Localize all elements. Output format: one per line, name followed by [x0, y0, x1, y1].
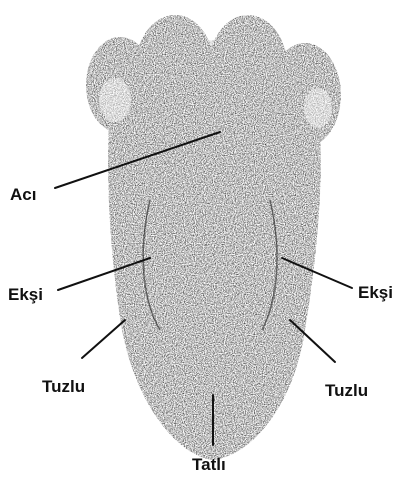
median-groove [198, 40, 228, 450]
lobe-highlight [304, 88, 332, 128]
label-tuzlu-left: Tuzlu [42, 377, 85, 396]
label-eksi-right: Ekşi [358, 283, 393, 302]
lobe-highlight [99, 78, 131, 122]
label-aci: Acı [10, 185, 36, 204]
leader-line-tuzlu-left [82, 320, 125, 358]
label-eksi-left: Ekşi [8, 285, 43, 304]
label-tuzlu-right: Tuzlu [325, 381, 368, 400]
tongue-illustration [86, 15, 341, 460]
label-tatli: Tatlı [192, 455, 226, 474]
